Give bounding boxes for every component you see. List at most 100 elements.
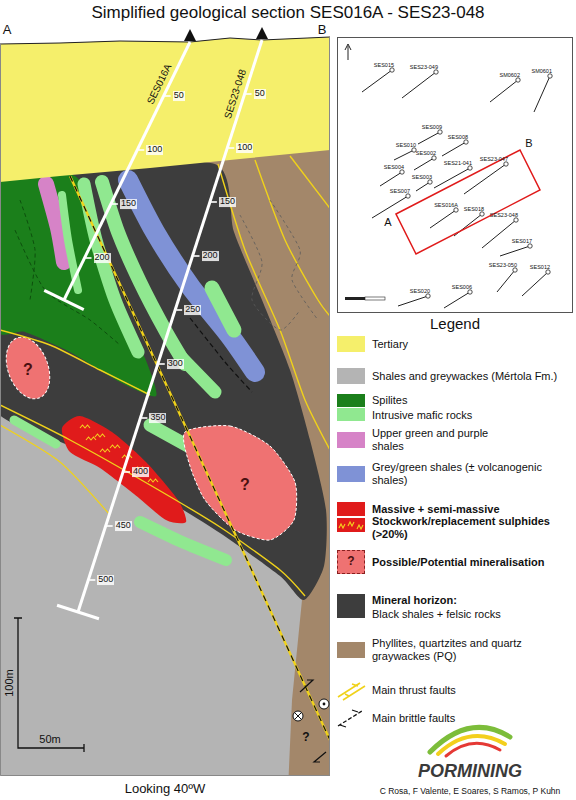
stockwork-symbol xyxy=(95,434,105,437)
collar-label: SES008 xyxy=(448,134,468,140)
legend-swatch xyxy=(337,368,365,384)
thrust-sample xyxy=(338,683,365,700)
legend-text: Mineral horizon: xyxy=(372,594,457,607)
legend-text: Grey/green shales (± volcanogenic shales… xyxy=(372,461,572,486)
section-end-label: A xyxy=(3,23,12,37)
hole-trace xyxy=(372,196,408,218)
diagram-title: Simplified geological section SES016A - … xyxy=(91,4,484,23)
legend-swatch xyxy=(337,502,365,516)
hole-trace xyxy=(444,292,470,308)
depth-label: 200 xyxy=(94,253,111,263)
logo-swoosh xyxy=(446,743,500,756)
mafic-intrusive-band xyxy=(140,522,226,560)
author-credit: C Rosa, F Valente, E Soares, S Ramos, P … xyxy=(380,787,561,796)
legend-text: Possible/Potential mineralisation xyxy=(372,556,544,569)
collar-label: SES23-048 xyxy=(490,212,518,218)
depth-tick xyxy=(194,255,200,257)
stockwork-sample xyxy=(337,518,365,532)
hole-collar xyxy=(546,270,550,274)
depth-label: 400 xyxy=(132,467,149,477)
legend-text: Main thrust faults xyxy=(372,684,456,697)
thrust-fault xyxy=(255,160,330,322)
hole-end xyxy=(57,605,99,618)
spilite-contact xyxy=(20,200,35,300)
collar-label: SES020 xyxy=(410,288,430,294)
hole-collar xyxy=(406,194,410,198)
depth-tick xyxy=(228,147,234,149)
potential-mineralisation xyxy=(0,331,58,405)
fault-away-symbol xyxy=(295,713,302,720)
potential-mineralisation xyxy=(183,426,296,541)
hole-trace xyxy=(414,158,434,170)
hole-trace xyxy=(534,76,550,112)
depth-tick xyxy=(159,363,165,365)
thrust-fault xyxy=(290,156,330,215)
depth-label: 350 xyxy=(149,413,166,423)
fault-arrow xyxy=(314,752,326,762)
legend-swatch xyxy=(337,642,365,658)
stockwork-symbol xyxy=(348,522,354,526)
hole-collar xyxy=(468,166,472,170)
hole-collar xyxy=(548,74,552,78)
stockwork-symbol xyxy=(80,425,90,428)
brittle-sample xyxy=(340,710,358,727)
legend-text: Phyllites, quartzites and quartz graywac… xyxy=(372,637,572,662)
hole-collar xyxy=(428,180,432,184)
scale-bar xyxy=(14,618,84,752)
legend-swatch xyxy=(337,466,365,482)
geological-section xyxy=(0,20,330,776)
hole-collar xyxy=(480,212,484,216)
hole-collar xyxy=(464,140,468,144)
stockwork-symbol xyxy=(339,524,345,528)
depth-label: 150 xyxy=(219,197,236,207)
hole-trace xyxy=(500,246,530,256)
depth-label: 150 xyxy=(120,199,137,209)
hole-trace xyxy=(418,132,440,144)
hole-collar xyxy=(400,170,404,174)
depth-label: 100 xyxy=(236,143,253,153)
view-direction: Looking 40ºW xyxy=(125,782,206,796)
collar-label: SES018 xyxy=(464,206,484,212)
depth-tick xyxy=(141,417,147,419)
section-end-label: B xyxy=(525,137,532,149)
depth-label: 50 xyxy=(173,91,185,101)
drill-hole xyxy=(78,40,262,612)
depth-label: 50 xyxy=(254,89,266,99)
hole-end xyxy=(44,290,84,309)
thrust-fault xyxy=(0,405,305,596)
depth-label: 250 xyxy=(184,305,201,315)
location-map xyxy=(338,38,573,313)
hole-trace xyxy=(362,70,392,92)
hole-trace xyxy=(402,72,436,98)
legend-text: Massive + semi-massive xyxy=(372,503,500,516)
depth-tick xyxy=(86,257,92,259)
hole-collar xyxy=(390,68,394,72)
map-scale xyxy=(345,297,365,300)
stockwork-symbol xyxy=(110,445,120,448)
depth-label: 200 xyxy=(202,251,219,261)
collar-label: SES017 xyxy=(512,238,532,244)
collar-label: SES002 xyxy=(416,150,436,156)
legend-text: Intrusive mafic rocks xyxy=(372,409,472,422)
brittle-sample xyxy=(338,711,362,726)
hole-collar xyxy=(468,290,472,294)
hole-collar xyxy=(513,268,517,272)
hole-collar xyxy=(454,208,458,212)
depth-tick xyxy=(176,309,182,311)
legend-heading: Legend xyxy=(430,316,480,333)
depth-tick xyxy=(165,95,171,97)
mafic-intrusive-band xyxy=(180,356,215,392)
hole-collar xyxy=(438,130,442,134)
thrust-fault xyxy=(0,330,150,395)
hole-collar xyxy=(434,70,438,74)
hole-trace xyxy=(430,210,456,228)
legend-swatch xyxy=(337,594,365,618)
hole-collar xyxy=(432,156,436,160)
fold-trace xyxy=(270,200,318,320)
legend-swatch xyxy=(337,336,365,352)
legend-swatch xyxy=(337,432,365,448)
hole-trace xyxy=(380,172,402,186)
mafic-intrusive-band xyxy=(150,425,188,446)
collar-label: SES003 xyxy=(412,174,432,180)
